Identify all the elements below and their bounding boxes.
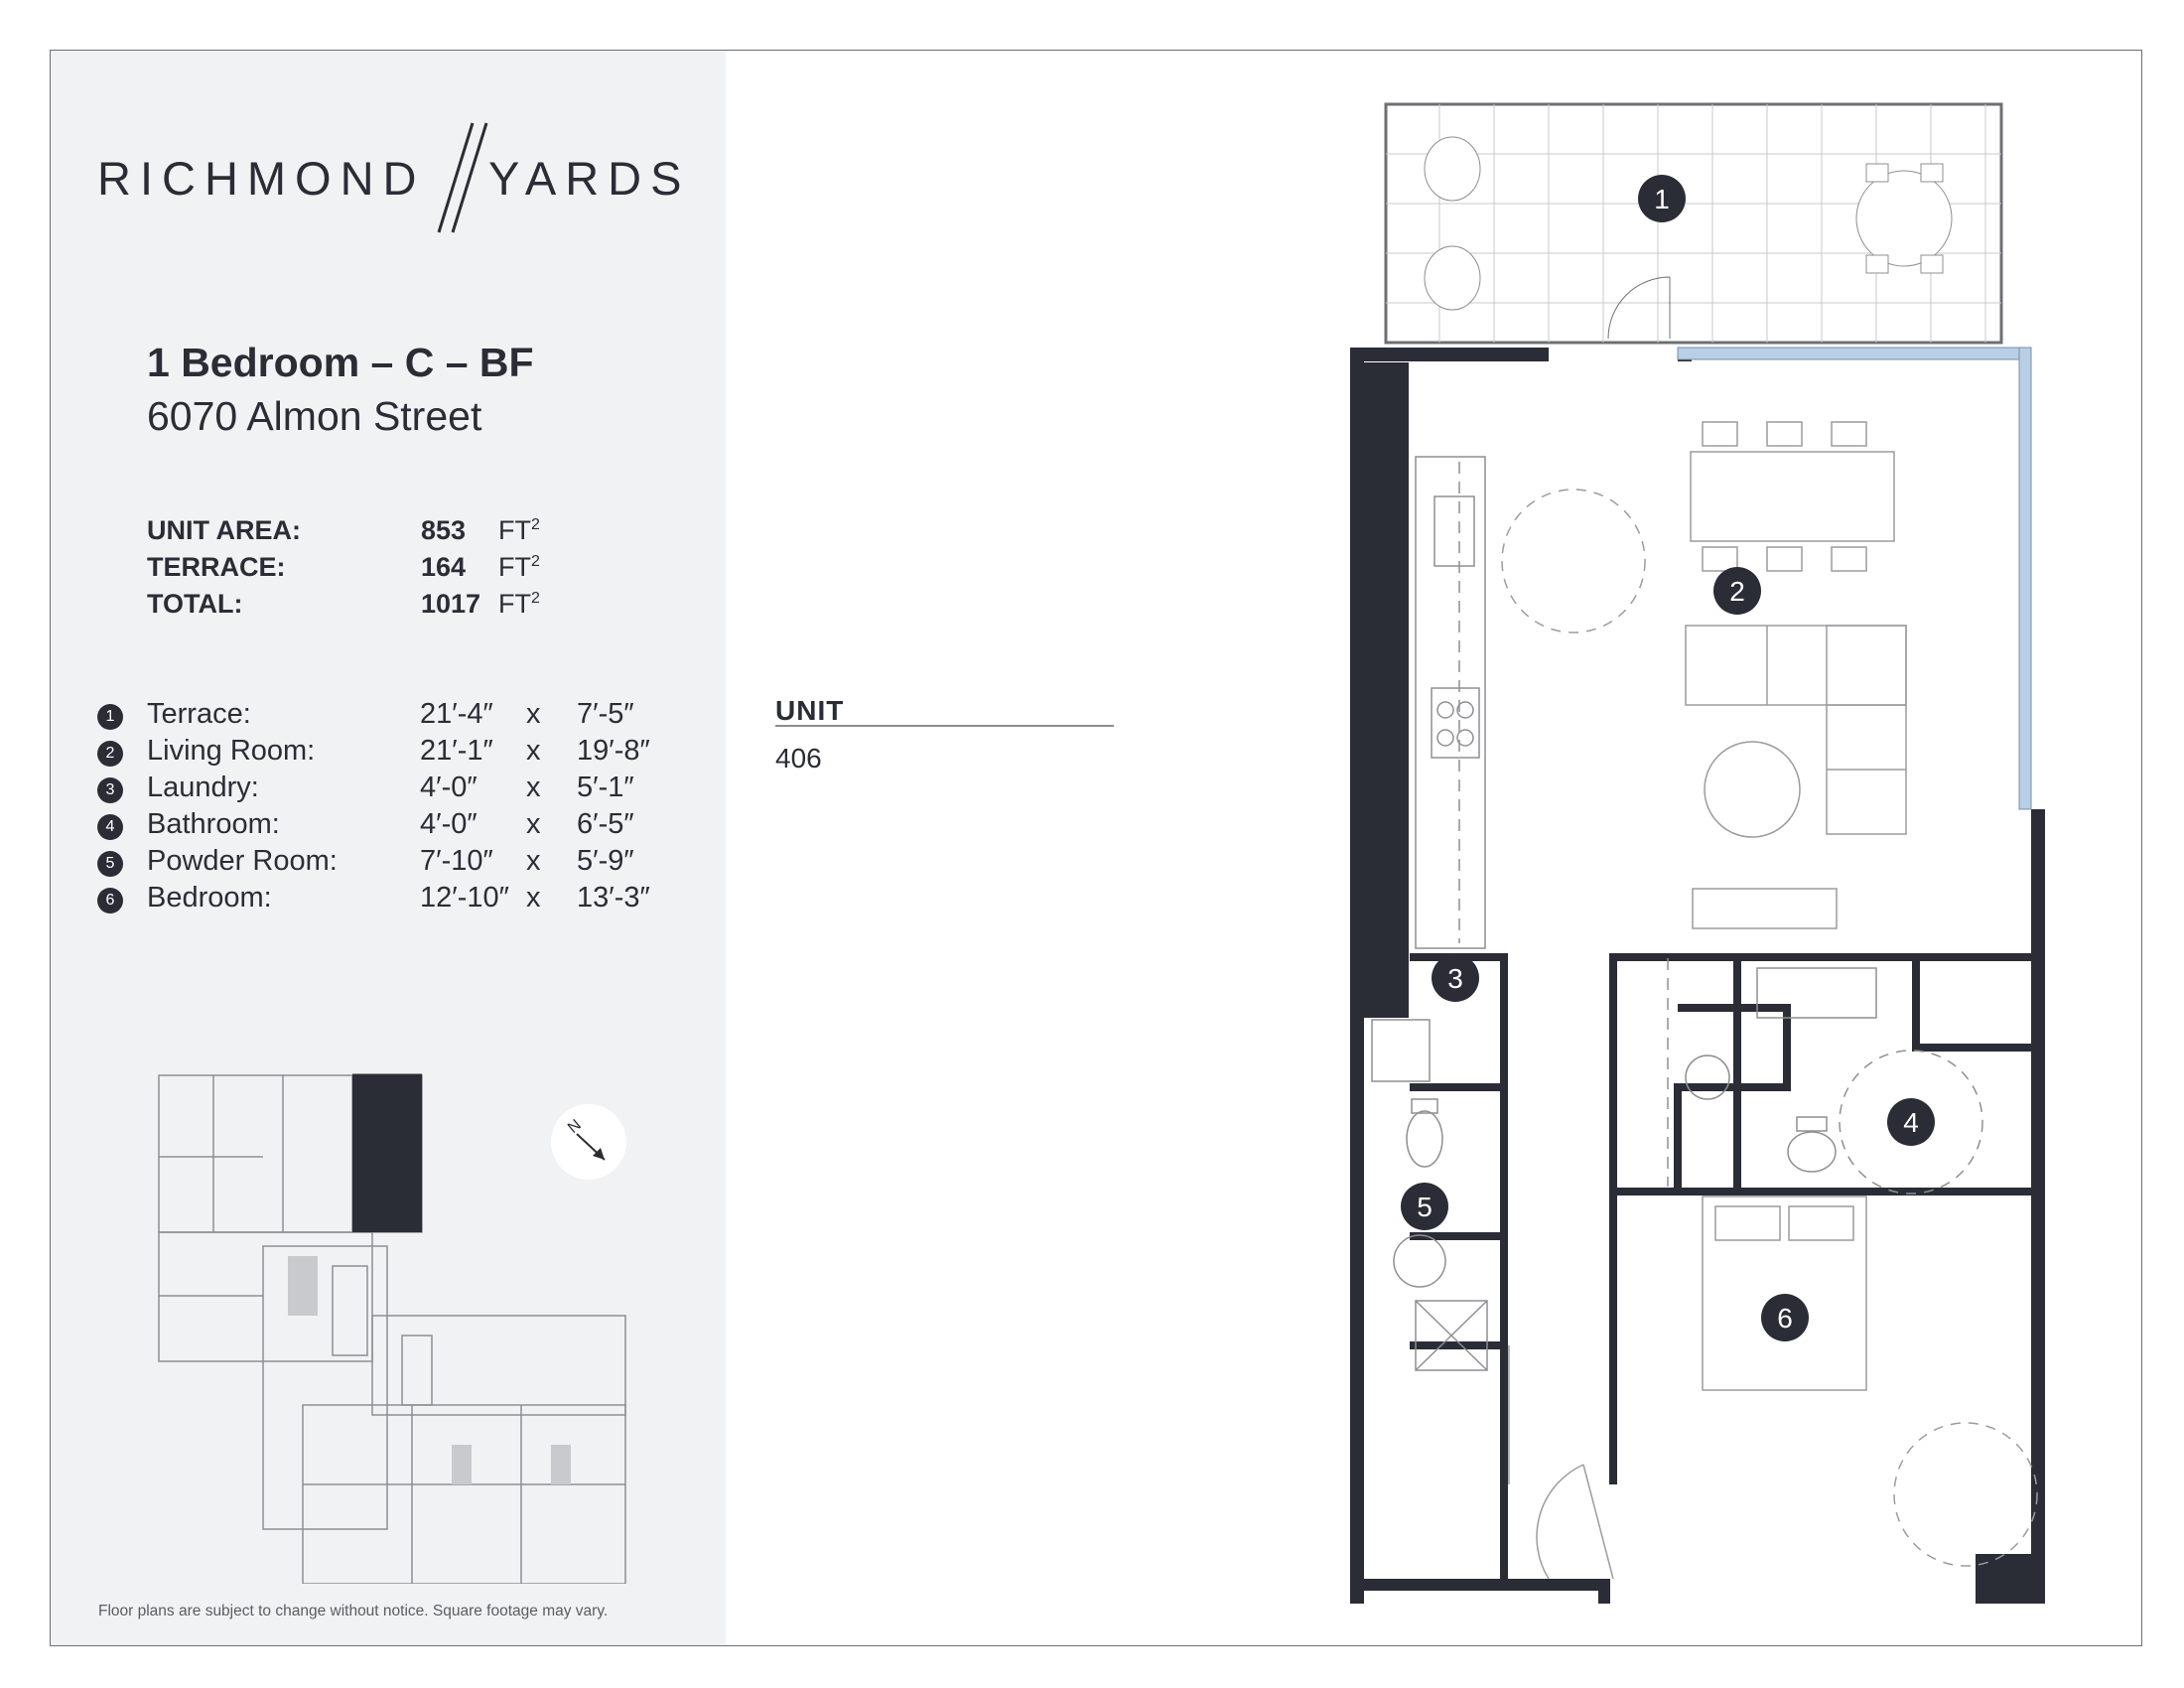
- room-number-badge: 6: [97, 888, 123, 914]
- room-row-bedroom: 6 Bedroom: 12′-10″ x 13′-3″: [97, 882, 693, 917]
- marker-terrace: 1: [1654, 184, 1670, 214]
- room-width: 21′-4″: [420, 698, 493, 730]
- room-row-powder-room: 5 Powder Room: 7′-10″ x 5′-9″: [97, 845, 693, 881]
- area-value: 853: [421, 515, 467, 545]
- room-row-terrace: 1 Terrace: 21′-4″ x 7′-5″: [97, 698, 693, 734]
- room-name: Bedroom:: [147, 882, 272, 914]
- area-label: UNIT AREA:: [147, 515, 301, 545]
- marker-bathroom: 4: [1903, 1107, 1919, 1138]
- unit-address: 6070 Almon Street: [147, 393, 482, 439]
- room-name: Powder Room:: [147, 845, 338, 877]
- room-row-bathroom: 4 Bathroom: 4′-0″ x 6′-5″: [97, 808, 693, 844]
- room-length: 19′-8″: [577, 735, 650, 767]
- dimension-separator: x: [526, 808, 541, 840]
- room-name: Laundry:: [147, 772, 259, 803]
- unit-floor-plan: 1 2 3 4 5 6: [1350, 102, 2045, 1604]
- bath-fixtures: [1371, 958, 1983, 1371]
- room-row-laundry: 3 Laundry: 4′-0″ x 5′-1″: [97, 772, 693, 807]
- marker-laundry: 3: [1447, 963, 1463, 994]
- terrace: [1384, 102, 2003, 345]
- room-length: 5′-9″: [577, 845, 634, 877]
- room-number-badge: 4: [97, 814, 123, 840]
- area-value: 1017: [421, 589, 481, 619]
- area-value: 164: [421, 552, 467, 582]
- room-length: 7′-5″: [577, 698, 634, 730]
- area-unit: FT2: [498, 552, 540, 582]
- logo-right-word: YARDS: [488, 152, 691, 205]
- area-label: TERRACE:: [147, 552, 286, 582]
- room-number-badge: 2: [97, 741, 123, 767]
- room-number-badge: 3: [97, 777, 123, 803]
- area-row-unit: UNIT AREA: 853 FT2: [147, 515, 643, 551]
- richmond-yards-logo: RICHMOND YARDS: [97, 119, 693, 238]
- room-name: Bathroom:: [147, 808, 280, 840]
- room-length: 13′-3″: [577, 882, 650, 914]
- kitchen: [1415, 456, 1486, 949]
- dimension-separator: x: [526, 698, 541, 730]
- logo-left-word: RICHMOND: [97, 152, 426, 205]
- info-sidebar: [51, 51, 726, 1645]
- page-frame: [50, 50, 2142, 1646]
- area-unit: FT2: [498, 515, 540, 545]
- highlighted-unit: [352, 1075, 422, 1232]
- area-label: TOTAL:: [147, 589, 243, 619]
- room-name: Terrace:: [147, 698, 251, 730]
- unit-number: 406: [775, 743, 822, 774]
- windows: [1677, 347, 2032, 810]
- walls: [1350, 348, 2045, 1604]
- north-compass-icon: N: [551, 1104, 626, 1180]
- room-markers: 1 2 3 4 5 6: [1401, 175, 1935, 1341]
- room-width: 4′-0″: [420, 772, 478, 803]
- marker-bedroom: 6: [1777, 1303, 1793, 1334]
- area-unit: FT2: [498, 589, 540, 619]
- room-number-badge: 1: [97, 704, 123, 730]
- dimension-separator: x: [526, 772, 541, 803]
- interior-walls: [1410, 953, 2031, 1589]
- room-number-badge: 5: [97, 851, 123, 877]
- disclaimer-text: Floor plans are subject to change withou…: [98, 1603, 609, 1619]
- dimension-separator: x: [526, 882, 541, 914]
- unit-label: UNIT: [775, 695, 845, 726]
- marker-powder-room: 5: [1417, 1192, 1433, 1222]
- room-length: 6′-5″: [577, 808, 634, 840]
- room-length: 5′-1″: [577, 772, 634, 803]
- room-width: 12′-10″: [420, 882, 509, 914]
- area-row-terrace: TERRACE: 164 FT2: [147, 552, 643, 588]
- room-width: 7′-10″: [420, 845, 493, 877]
- dimension-separator: x: [526, 735, 541, 767]
- bedroom-furniture: [1508, 1196, 2038, 1580]
- building-key-plan: [158, 1073, 626, 1584]
- logo-slash-icon: [437, 122, 488, 233]
- unit-label-divider: [775, 725, 1114, 727]
- room-row-living-room: 2 Living Room: 21′-1″ x 19′-8″: [97, 735, 693, 771]
- room-name: Living Room:: [147, 735, 316, 767]
- dimension-separator: x: [526, 845, 541, 877]
- room-width: 4′-0″: [420, 808, 478, 840]
- room-width: 21′-1″: [420, 735, 493, 767]
- area-row-total: TOTAL: 1017 FT2: [147, 589, 643, 625]
- marker-living-room: 2: [1729, 576, 1745, 607]
- living-room-furniture: [1501, 421, 1907, 929]
- unit-type-title: 1 Bedroom – C – BF: [147, 340, 534, 385]
